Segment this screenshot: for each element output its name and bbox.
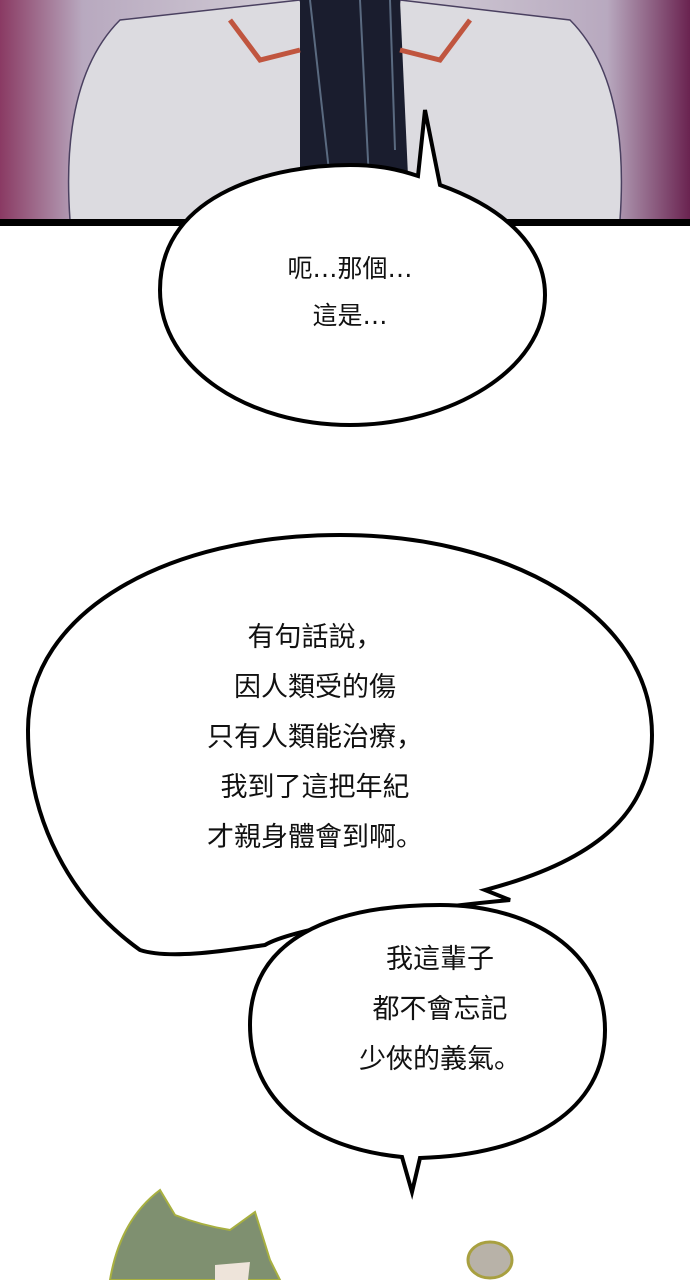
bubble-2-text: 有句話說， 因人類受的傷 只有人類能治療， 我到了這把年紀 才親身體會到啊。	[115, 613, 515, 863]
dialogue-line: 我這輩子	[386, 944, 494, 975]
bubble-3-text: 我這輩子 都不會忘記 少俠的義氣。	[290, 935, 590, 1085]
dialogue-line: 都不會忘記	[372, 994, 508, 1025]
dialogue-line: 有句話說，	[247, 622, 383, 653]
dialogue-line: 因人類受的傷	[234, 672, 396, 703]
dialogue-line: 呃…那個…	[287, 254, 413, 283]
dialogue-line: 我到了這把年紀	[220, 772, 410, 803]
speech-bubble-2	[25, 532, 655, 957]
speech-bubble-3	[247, 902, 608, 1200]
dialogue-line: 這是…	[312, 301, 388, 330]
dialogue-line: 只有人類能治療，	[207, 722, 423, 753]
dialogue-line: 才親身體會到啊。	[207, 822, 423, 853]
speech-bubble-1	[157, 109, 548, 428]
bubble-1-text: 呃…那個… 這是…	[200, 245, 500, 339]
dialogue-line: 少俠的義氣。	[359, 1044, 521, 1075]
bottom-panel-art	[108, 1188, 514, 1280]
